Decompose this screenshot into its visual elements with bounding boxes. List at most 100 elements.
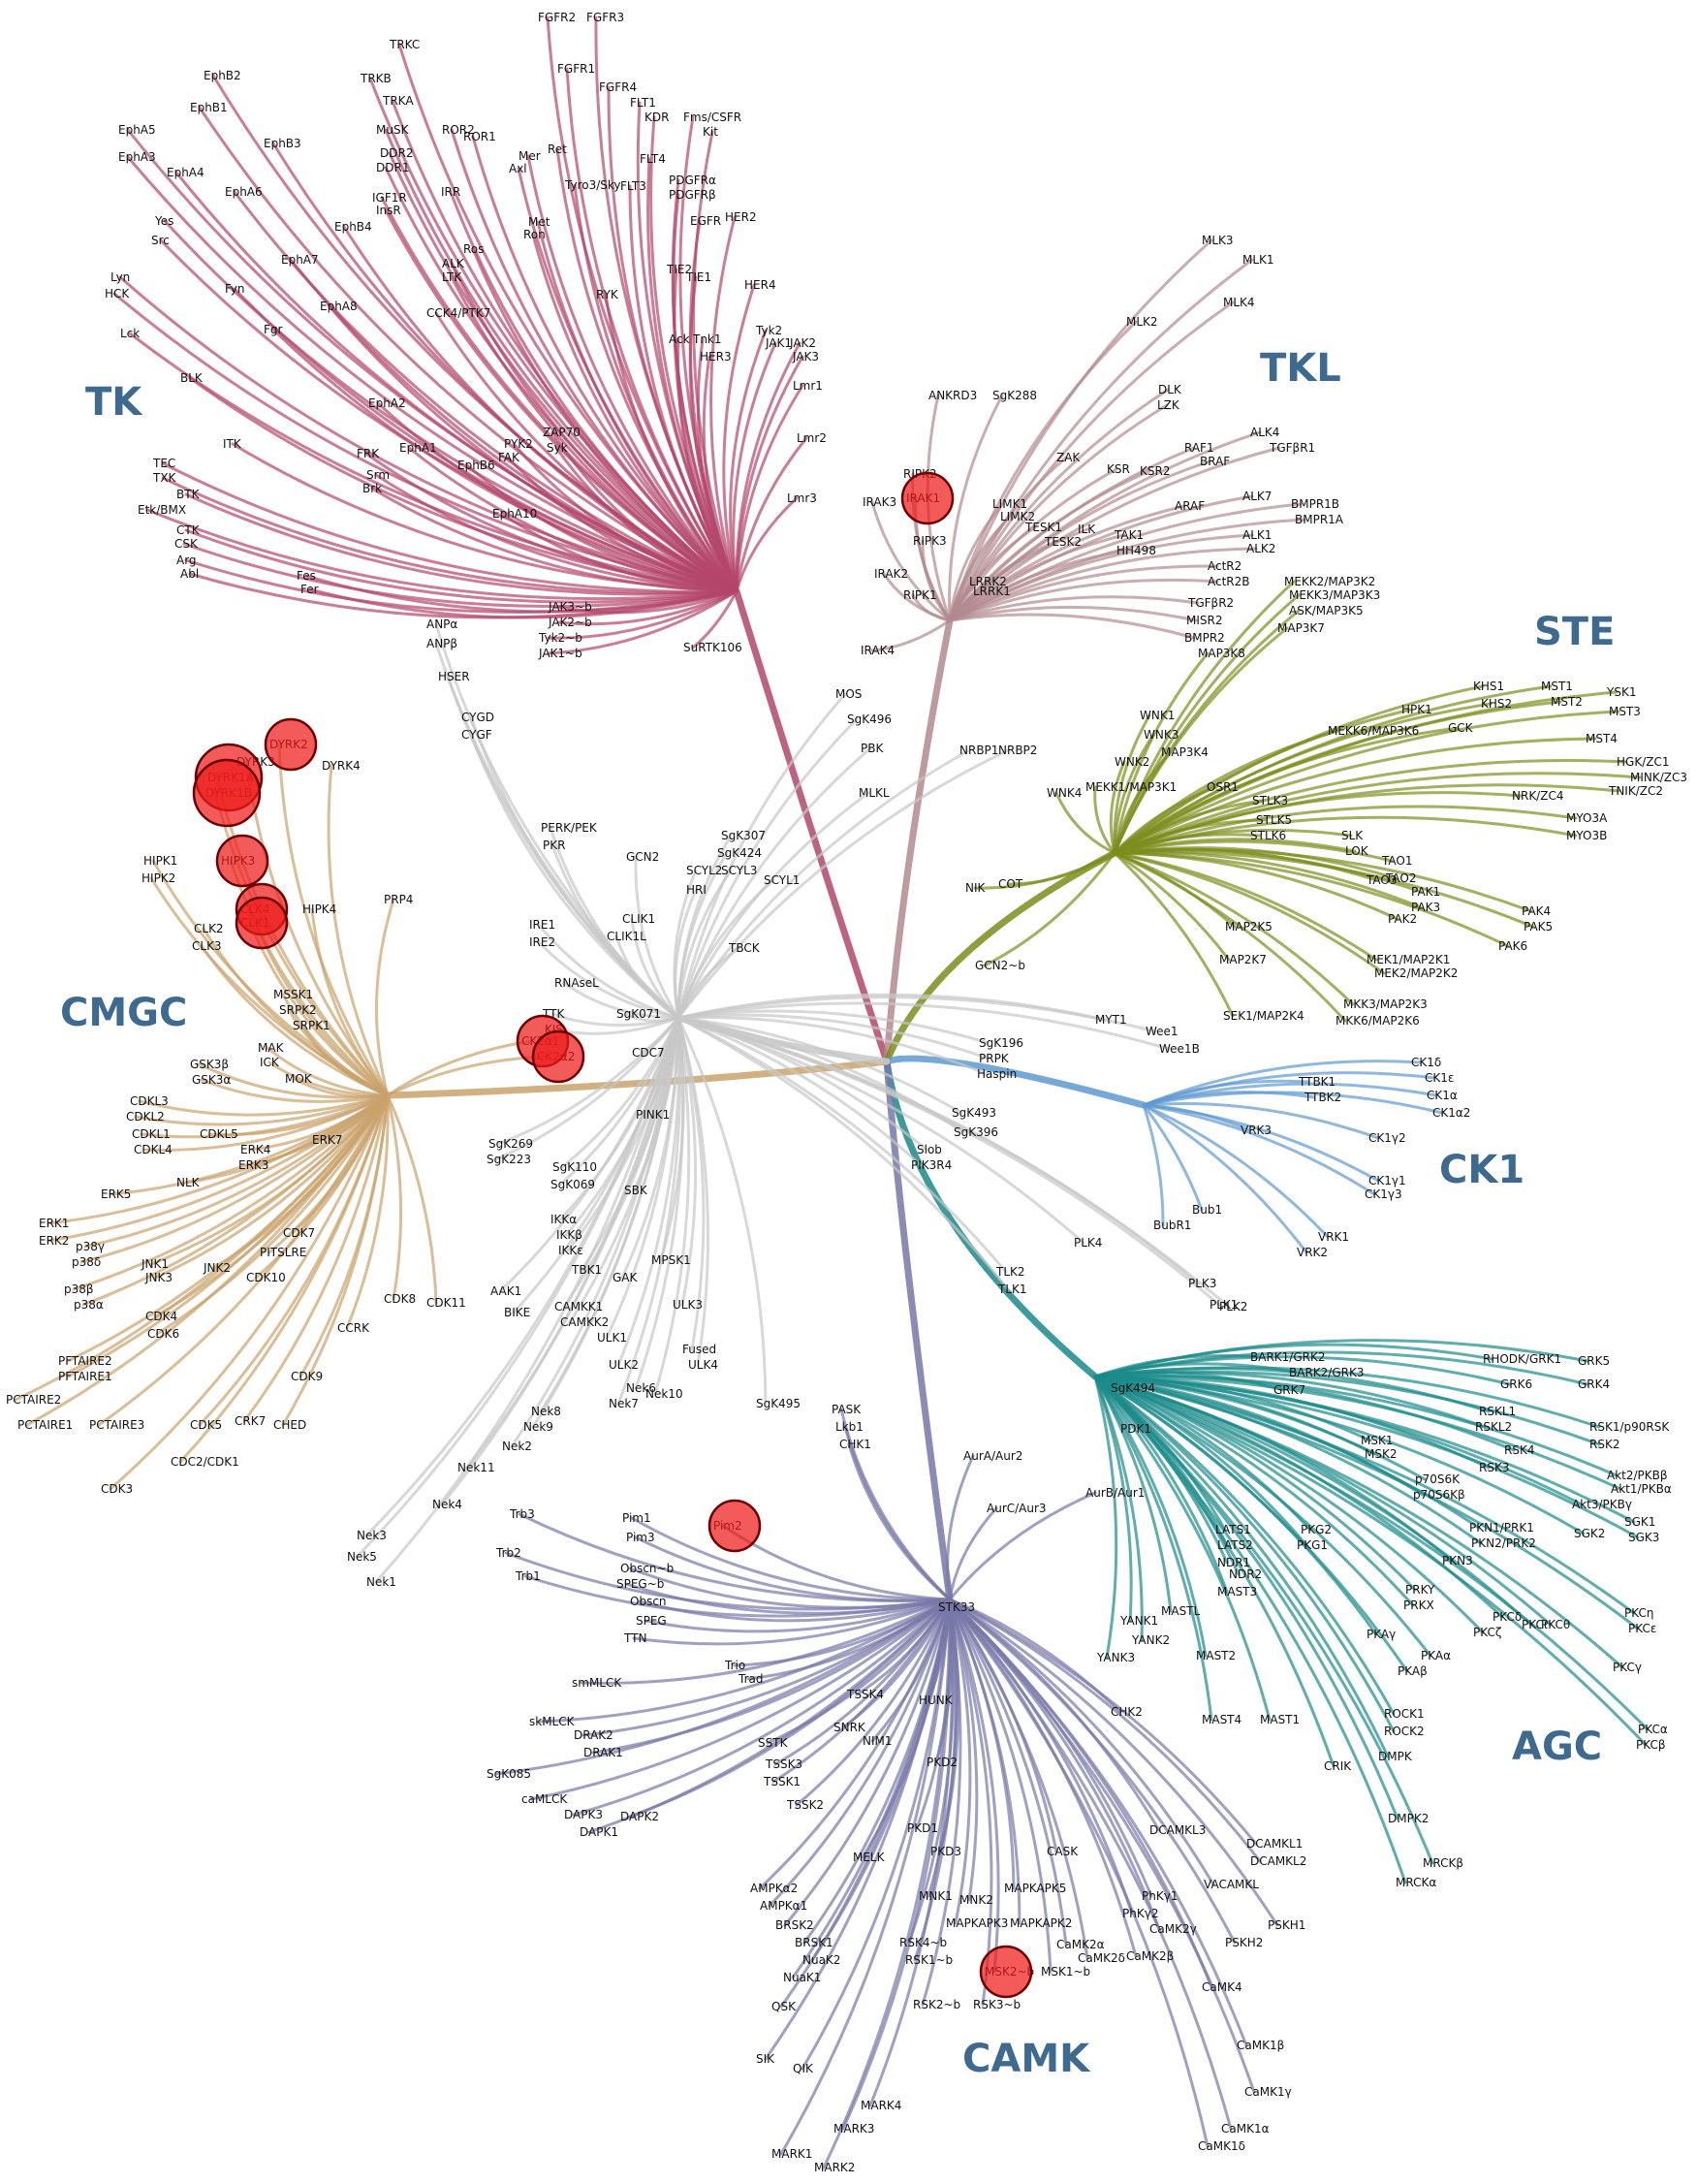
kinase-rhodk-grk1: RHODK/GRK1 bbox=[1483, 1352, 1561, 1366]
twig-pkc bbox=[1093, 1375, 1533, 1627]
kinase-pkc: PKCε bbox=[1628, 1622, 1656, 1635]
twig-akt1-pkb bbox=[1093, 1375, 1622, 1491]
kinase-sgk288: SgK288 bbox=[992, 389, 1037, 402]
twig-araf bbox=[948, 504, 1186, 622]
twig-her3 bbox=[702, 355, 739, 593]
kinase-ripk1: RIPK1 bbox=[903, 588, 937, 602]
kinase-tie2: TIE2 bbox=[666, 263, 692, 276]
kinase-pkc: PKCβ bbox=[1636, 1738, 1666, 1752]
kinase-ikk: IKKβ bbox=[556, 1228, 582, 1242]
twig-speg bbox=[644, 1598, 952, 1633]
kinase-ron: Ron bbox=[523, 228, 546, 241]
twig-pak5 bbox=[1113, 850, 1535, 929]
kinase-brsk1: BRSK1 bbox=[795, 1936, 833, 1949]
twig-cdk3 bbox=[109, 1093, 390, 1491]
branch-ck1 bbox=[883, 1055, 1147, 1109]
kinase-zak: ZAK bbox=[1056, 451, 1081, 464]
kinase-actr2: ActR2 bbox=[1208, 559, 1241, 573]
kinase-sgk069: SgK069 bbox=[550, 1178, 595, 1191]
twig-tgf-r1 bbox=[948, 446, 1281, 622]
kinase-itk: ITK bbox=[223, 437, 242, 451]
kinase-nek2: Nek2 bbox=[502, 1440, 532, 1453]
kinase-pak2: PAK2 bbox=[1388, 912, 1417, 926]
kinase-pak6: PAK6 bbox=[1498, 939, 1527, 953]
kinase-camk1: CaMK1α bbox=[1221, 2122, 1270, 2136]
kinase-wnk4: WNK4 bbox=[1047, 786, 1082, 800]
highlight-ck2-2 bbox=[531, 1029, 585, 1084]
kinase-mast3: MAST3 bbox=[1217, 1585, 1257, 1598]
kinase-mlk1: MLK1 bbox=[1242, 253, 1274, 267]
kinase-clik1: CLIK1 bbox=[622, 912, 655, 926]
kinase-ndr1: NDR1 bbox=[1217, 1556, 1250, 1569]
twig-ros bbox=[471, 247, 739, 593]
kinase-sgk424: SgK424 bbox=[717, 846, 762, 860]
kinase-pkc: PKCι bbox=[1522, 1618, 1548, 1631]
twig-smmlck bbox=[580, 1598, 952, 1685]
twig-ccrk bbox=[345, 1093, 390, 1330]
kinase-mlkl: MLKL bbox=[859, 786, 890, 800]
twig-sgk071 bbox=[624, 1012, 680, 1023]
kinase-lck: Lck bbox=[120, 327, 140, 340]
kinase-alk4: ALK4 bbox=[1250, 426, 1279, 439]
twig-camk1 bbox=[948, 1598, 1248, 2047]
kinase-pim3: Pim3 bbox=[626, 1531, 655, 1544]
twig-tie2 bbox=[673, 268, 739, 593]
kinase-mark3: MARK3 bbox=[833, 2122, 874, 2136]
twig-tssk2 bbox=[795, 1598, 952, 1807]
kinase-rsk3: RSK3 bbox=[1479, 1461, 1509, 1474]
kinase-bubr1: BubR1 bbox=[1153, 1219, 1191, 1232]
kinase-misr2: MISR2 bbox=[1186, 614, 1222, 627]
kinase-hipk1: HIPK1 bbox=[143, 854, 177, 868]
kinase-tyk2-b: Tyk2~b bbox=[538, 631, 582, 645]
kinase-lmr3: Lmr3 bbox=[787, 491, 817, 505]
kinase-pskh1: PSKH1 bbox=[1268, 1918, 1305, 1932]
twig-bmpr1b bbox=[948, 502, 1303, 622]
kinase-slk: SLK bbox=[1341, 829, 1364, 842]
kinase-mos: MOS bbox=[835, 687, 862, 701]
kinase-her3: HER3 bbox=[700, 350, 732, 364]
twig-mast4 bbox=[1093, 1375, 1213, 1722]
kinase-pak4: PAK4 bbox=[1522, 904, 1551, 918]
kinase-csk: CSK bbox=[174, 537, 199, 551]
kinase-obscn-b: Obscn~b bbox=[620, 1562, 674, 1575]
kinase-camlck: caMLCK bbox=[521, 1792, 568, 1806]
kinase-camk1: CaMK1δ bbox=[1198, 2139, 1245, 2153]
kinase-tnik-zc2: TNIK/ZC2 bbox=[1608, 784, 1663, 798]
kinase-yank2: YANK2 bbox=[1131, 1633, 1170, 1647]
kinase-ikk: IKKε bbox=[558, 1244, 583, 1257]
twig-misr2 bbox=[948, 605, 1198, 622]
kinase-scyl2: SCYL2 bbox=[686, 864, 722, 877]
kinase-mekk2-map3k2: MEKK2/MAP3K2 bbox=[1284, 575, 1375, 588]
twig-camk2 bbox=[948, 1598, 1089, 1960]
kinase-arg: Arg bbox=[176, 554, 197, 567]
kinase-her2: HER2 bbox=[725, 210, 757, 224]
twig-mark4 bbox=[868, 1598, 954, 2107]
kinase-insr: InsR bbox=[376, 204, 401, 217]
twig-cdkl3 bbox=[138, 1093, 390, 1117]
twig-tyk2 bbox=[729, 329, 768, 593]
kinase-hpk1: HPK1 bbox=[1401, 703, 1432, 716]
kinase-camkk2: CAMKK2 bbox=[560, 1315, 609, 1329]
kinase-nek1: Nek1 bbox=[366, 1575, 396, 1589]
kinase-plk3: PLK3 bbox=[1188, 1277, 1216, 1290]
twig-yank2 bbox=[1093, 1375, 1144, 1642]
kinase-drak1: DRAK1 bbox=[583, 1746, 623, 1759]
kinase-txk: TXK bbox=[152, 471, 177, 485]
kinase-scyl1: SCYL1 bbox=[764, 873, 800, 887]
kinase-tesk2: TESK2 bbox=[1044, 535, 1082, 549]
kinase-mnk1: MNK1 bbox=[919, 1889, 953, 1903]
kinase-epha4: EphA4 bbox=[167, 166, 204, 179]
kinase-cdkl3: CDKL3 bbox=[130, 1094, 169, 1108]
twig-gsk3 bbox=[200, 1078, 390, 1103]
twig-mrck bbox=[1093, 1375, 1434, 1865]
twig-hri bbox=[674, 888, 698, 1020]
kinase-lzk: LZK bbox=[1157, 398, 1180, 412]
twig-jak1-b bbox=[547, 589, 739, 655]
twig-obscn bbox=[638, 1598, 952, 1623]
kinase-cot: COT bbox=[998, 877, 1023, 891]
twig-gck bbox=[1113, 726, 1460, 855]
kinase-ryk: RYK bbox=[596, 288, 619, 301]
kinase-erk1: ERK1 bbox=[39, 1217, 69, 1230]
twig-surtk106 bbox=[691, 589, 739, 649]
twig-ched bbox=[281, 1093, 390, 1427]
